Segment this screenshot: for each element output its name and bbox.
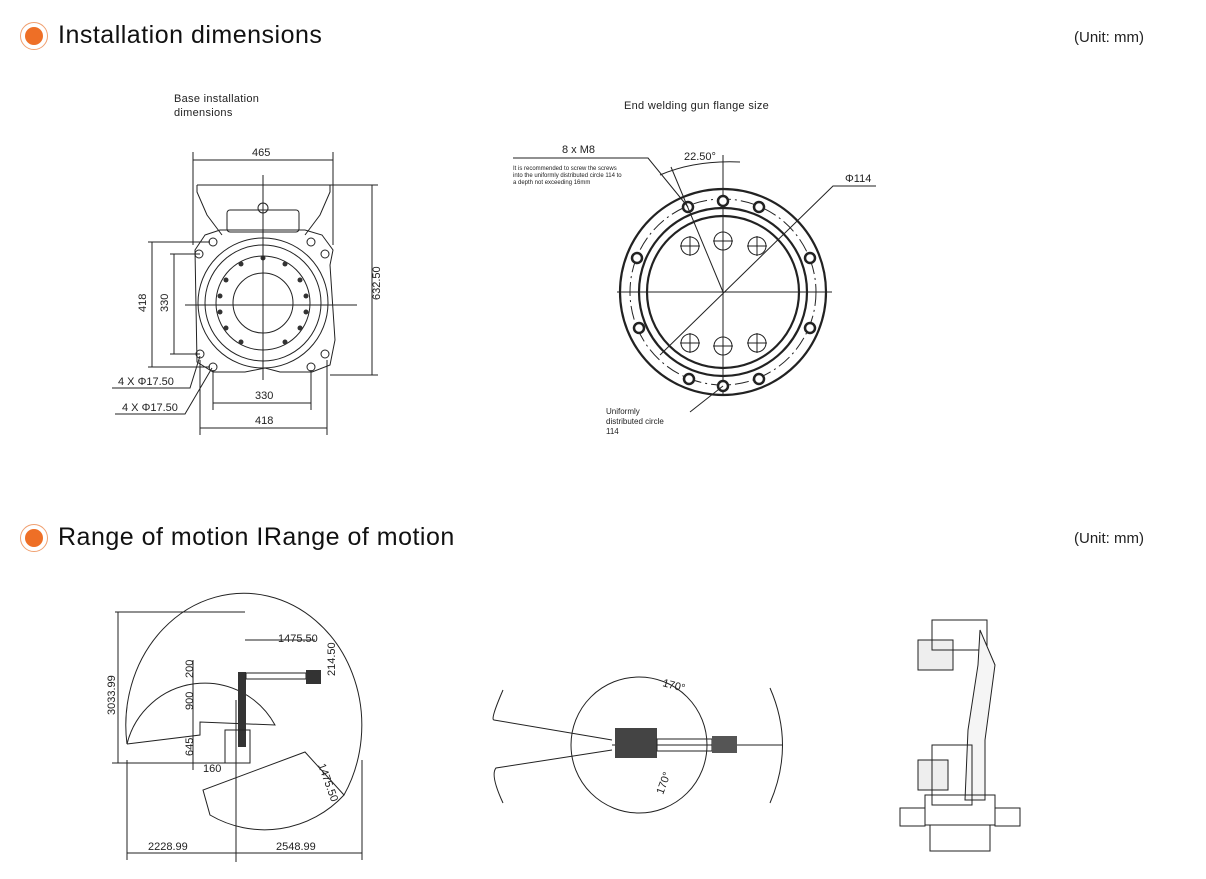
motion-range-side-view: 3033.99 1475.50 214.50 200 900 645 160 1… [106, 592, 363, 862]
dim-200: 200 [184, 660, 196, 678]
dim-1475-diag: 1475.50 [315, 762, 340, 803]
section-header-range-of-motion: Range of motion IRange of motion [20, 523, 455, 552]
angle-label: 22.50° [684, 151, 716, 163]
flange-drawing: 8 x M8 It is recommended to screw the sc… [513, 144, 876, 436]
hole-spec-a: 4 X Φ17.50 [118, 376, 174, 388]
dim-418-bottom: 418 [255, 415, 273, 427]
dim-418-left: 418 [137, 294, 149, 312]
screw-note-line: into the uniformly distributed circle 11… [513, 173, 622, 179]
angle-upper: 170° [661, 677, 686, 694]
dim-465: 465 [252, 147, 270, 159]
dim-214: 214.50 [326, 642, 338, 676]
dim-2228: 2228.99 [148, 841, 188, 853]
dim-330-left: 330 [159, 294, 171, 312]
screw-note-line: It is recommended to screw the screws [513, 166, 617, 172]
circle-note-line: distributed circle [606, 417, 664, 426]
angle-lower: 170° [655, 771, 674, 796]
dim-3033: 3033.99 [106, 675, 118, 715]
screw-spec: 8 x M8 [562, 144, 595, 156]
base-installation-drawing: 465 418 330 632.50 330 418 4 X Φ17.50 [112, 147, 383, 435]
section-header-installation: Installation dimensions [20, 21, 322, 50]
section-title: Installation dimensions [58, 21, 323, 49]
dim-632-50: 632.50 [371, 266, 383, 300]
dim-645: 645 [184, 738, 196, 756]
dim-330-bottom: 330 [255, 390, 273, 402]
bullet-icon [20, 21, 48, 50]
base-drawing-caption: Base installation dimensions [174, 93, 260, 119]
hole-spec-b: 4 X Φ17.50 [122, 402, 178, 414]
circle-note-line: 114 [606, 427, 619, 436]
motion-range-top-view: 170° 170° [492, 676, 783, 814]
unit-label: (Unit: mm) [1074, 29, 1144, 46]
bullet-icon [20, 523, 48, 552]
screw-note-line: a depth not exceeding 16mm [513, 180, 590, 186]
circle-note-line: Uniformly [606, 407, 640, 416]
flange-drawing-caption: End welding gun flange size [624, 100, 770, 112]
robot-elevation-view [899, 619, 1021, 852]
dim-160: 160 [203, 763, 221, 775]
unit-label: (Unit: mm) [1074, 530, 1144, 547]
section-title: Range of motion IRange of motion [58, 523, 455, 551]
dim-1475: 1475.50 [278, 633, 318, 645]
dim-900: 900 [184, 692, 196, 710]
dim-2548: 2548.99 [276, 841, 316, 853]
diameter-label: Φ114 [845, 173, 871, 185]
